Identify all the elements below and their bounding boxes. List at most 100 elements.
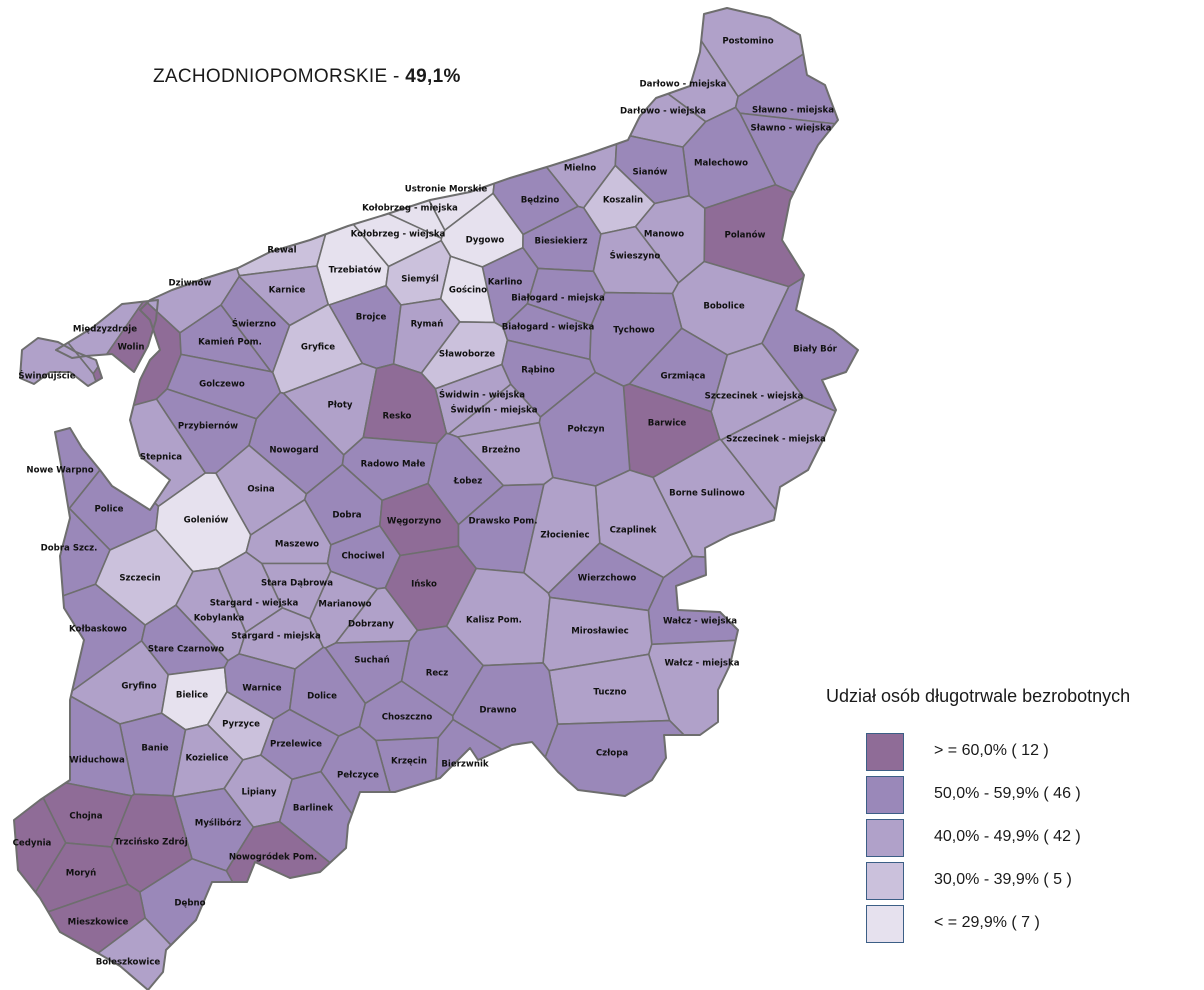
region-label: Chociwel xyxy=(341,552,384,562)
region-label: Mirosławiec xyxy=(571,627,629,637)
region-label: Rąbino xyxy=(521,366,555,376)
region-label: Bierzwnik xyxy=(441,760,489,770)
region-label: Sławoborze xyxy=(439,350,495,360)
region-label: Świeszyno xyxy=(610,250,661,262)
legend-label: 30,0% - 39,9% ( 5 ) xyxy=(934,871,1072,888)
region-label: Kołobrzeg - wiejska xyxy=(351,230,446,240)
region-label: Darłowo - miejska xyxy=(640,80,727,90)
region-label: Świnoujście xyxy=(18,370,75,382)
region-label: Malechowo xyxy=(694,159,748,169)
region-label: Kalisz Pom. xyxy=(466,616,522,626)
region-label: Resko xyxy=(383,412,412,422)
region-label: Mielno xyxy=(564,164,596,174)
region-label: Sławno - wiejska xyxy=(751,124,832,134)
region-label: Recz xyxy=(426,669,449,679)
region-label: Kozielice xyxy=(185,754,228,764)
region-label: Dębno xyxy=(174,899,205,909)
region-międzyzdroje xyxy=(14,32,146,375)
region-label: Czaplinek xyxy=(610,526,657,536)
legend-swatch xyxy=(866,776,904,814)
legend-swatch xyxy=(866,905,904,943)
region-label: Myślibórz xyxy=(195,818,241,829)
region-label: Moryń xyxy=(66,869,96,879)
region-label: Biały Bór xyxy=(793,344,838,355)
region-label: Cedynia xyxy=(13,839,52,849)
legend-label: 50,0% - 59,9% ( 46 ) xyxy=(934,785,1081,802)
legend-label: 40,0% - 49,9% ( 42 ) xyxy=(934,828,1081,845)
page-title: ZACHODNIOPOMORSKIE - 49,1% xyxy=(153,66,461,87)
region-label: Boleszkowice xyxy=(96,958,161,968)
region-label: Stargard - miejska xyxy=(231,632,321,642)
legend-item: 40,0% - 49,9% ( 42 ) xyxy=(866,819,1166,862)
region-label: Drawno xyxy=(479,706,516,716)
region-label: Banie xyxy=(141,744,168,754)
region-label: Trzcińsko Zdrój xyxy=(114,837,187,848)
region-label: Marianowo xyxy=(318,600,371,610)
region-label: Radowo Małe xyxy=(361,460,426,470)
legend-label: > = 60,0% ( 12 ) xyxy=(934,742,1049,759)
region-label: Przelewice xyxy=(270,740,322,750)
region-label: Postomino xyxy=(722,37,773,47)
legend-item: 30,0% - 39,9% ( 5 ) xyxy=(866,862,1166,905)
legend-item: < = 29,9% ( 7 ) xyxy=(866,905,1166,948)
region-label: Drawsko Pom. xyxy=(468,517,537,527)
region-label: Szczecinek - wiejska xyxy=(705,392,804,402)
region-label: Mieszkowice xyxy=(68,918,129,928)
region-label: Pyrzyce xyxy=(222,720,260,730)
region-label: Dolice xyxy=(307,692,337,702)
region-label: Tuczno xyxy=(593,688,626,698)
legend: > = 60,0% ( 12 ) 50,0% - 59,9% ( 46 ) 40… xyxy=(866,733,1166,948)
region-label: Polanów xyxy=(725,230,766,241)
region-label: Widuchowa xyxy=(69,756,125,766)
region-label: Suchań xyxy=(354,656,389,666)
region-label: Kołobrzeg - miejska xyxy=(362,204,458,214)
region-label: Police xyxy=(94,505,123,515)
region-label: Pełczyce xyxy=(337,771,379,781)
region-label: Stargard - wiejska xyxy=(210,599,299,609)
region-label: Będzino xyxy=(521,196,560,206)
region-label: Tychowo xyxy=(613,326,654,336)
region-label: Międzyzdroje xyxy=(73,325,137,335)
region-człopa xyxy=(538,719,858,990)
map-borders xyxy=(13,7,859,990)
legend-item: > = 60,0% ( 12 ) xyxy=(866,733,1166,776)
region-label: Świdwin - wiejska xyxy=(439,389,525,401)
region-label: Szczecinek - miejska xyxy=(726,435,826,445)
region-label: Grzmiąca xyxy=(661,372,706,382)
region-label: Karlino xyxy=(488,278,523,288)
region-label: Świdwin - miejska xyxy=(450,404,537,416)
region-label: Nowogard xyxy=(269,446,318,456)
region-label: Ińsko xyxy=(411,580,437,590)
region-label: Kołbaskowo xyxy=(69,625,127,635)
region-label: Wałcz - miejska xyxy=(664,659,739,669)
region-label: Białogard - miejska xyxy=(511,294,605,304)
region-label: Borne Sulinowo xyxy=(669,489,745,499)
region-label: Choszczno xyxy=(382,713,433,723)
region-label: Człopa xyxy=(596,749,629,759)
region-label: Chojna xyxy=(69,812,102,822)
region-wałcz-wiejska xyxy=(647,555,858,646)
region-label: Bielice xyxy=(176,691,208,701)
region-label: Przybiernów xyxy=(178,421,238,432)
region-wałcz-miejska xyxy=(647,632,858,932)
region-label: Lipiany xyxy=(241,788,276,798)
region-ustronie-morskie xyxy=(322,8,504,232)
region-label: Gryfino xyxy=(121,682,156,692)
region-label: Manowo xyxy=(644,230,684,240)
region-label: Siemyśl xyxy=(401,274,439,285)
province-outline xyxy=(19,337,103,387)
region-label: Połczyn xyxy=(567,425,604,435)
region-label: Dobra Szcz. xyxy=(41,544,98,554)
legend-swatch xyxy=(866,819,904,857)
region-label: Złocieniec xyxy=(540,531,589,541)
region-label: Barlinek xyxy=(293,804,333,814)
region-label: Stare Czarnowo xyxy=(148,645,224,655)
region-label: Stepnica xyxy=(140,453,182,463)
region-label: Dziwnów xyxy=(169,278,212,289)
region-label: Kobylanka xyxy=(194,614,245,624)
region-darłowo-wiejska xyxy=(524,8,707,148)
region-label: Sianów xyxy=(633,167,668,178)
region-label: Osina xyxy=(247,485,274,495)
legend-label: < = 29,9% ( 7 ) xyxy=(934,914,1040,931)
region-label: Maszewo xyxy=(275,540,319,550)
